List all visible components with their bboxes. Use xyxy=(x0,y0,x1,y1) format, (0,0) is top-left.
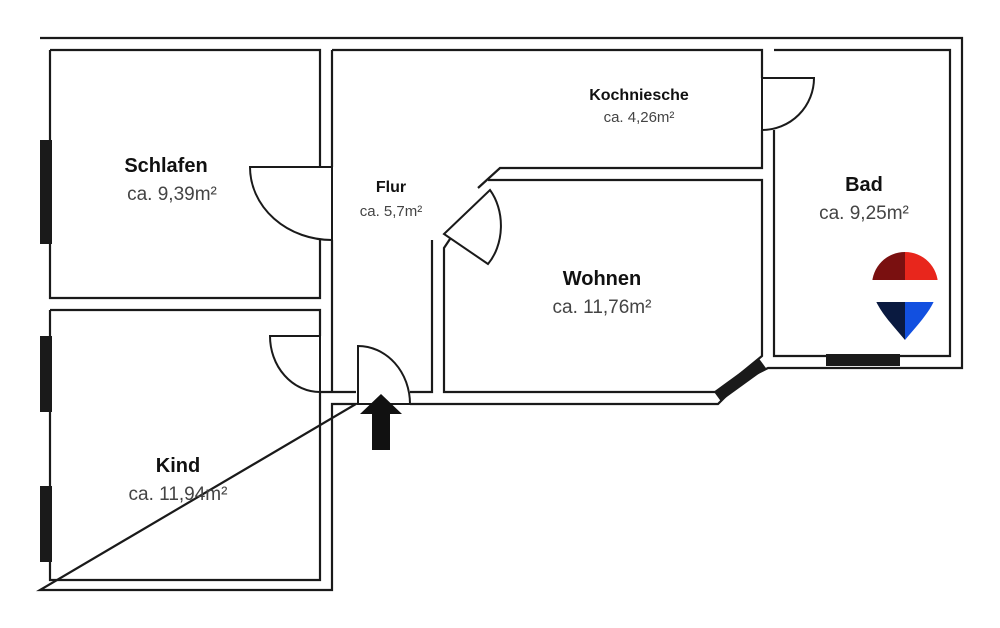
room-area-kochniesche: ca. 4,26m² xyxy=(604,109,675,126)
room-area-bad: ca. 9,25m² xyxy=(819,203,909,224)
doors xyxy=(248,77,816,405)
room-name-flur: Flur xyxy=(376,179,406,196)
door-kind xyxy=(268,335,321,394)
entrance-arrow-icon xyxy=(360,394,402,450)
room-area-flur: ca. 5,7m² xyxy=(360,203,423,220)
room-name-bad: Bad xyxy=(845,174,883,196)
door-wohnen xyxy=(442,188,502,266)
walls xyxy=(35,36,964,592)
door-bad xyxy=(761,77,816,132)
window-kind-lower xyxy=(40,486,52,562)
room-name-kochniesche: Kochniesche xyxy=(589,87,689,104)
window-wohnen xyxy=(713,358,767,402)
room-name-kind: Kind xyxy=(156,455,200,477)
window-kind-upper xyxy=(40,336,52,412)
room-area-wohnen: ca. 11,76m² xyxy=(553,297,652,318)
brand-logo-icon xyxy=(872,252,938,340)
room-labels: Schlafen ca. 9,39m² Kind ca. 11,94m² Flu… xyxy=(124,87,909,505)
window-bad xyxy=(826,354,900,366)
windows xyxy=(40,140,900,562)
door-entrance xyxy=(357,344,412,405)
door-schlafen xyxy=(248,166,333,242)
room-area-kind: ca. 11,94m² xyxy=(129,484,228,505)
room-name-wohnen: Wohnen xyxy=(563,268,642,290)
window-schlafen xyxy=(40,140,52,244)
room-area-schlafen: ca. 9,39m² xyxy=(127,184,217,205)
room-name-schlafen: Schlafen xyxy=(124,155,207,177)
